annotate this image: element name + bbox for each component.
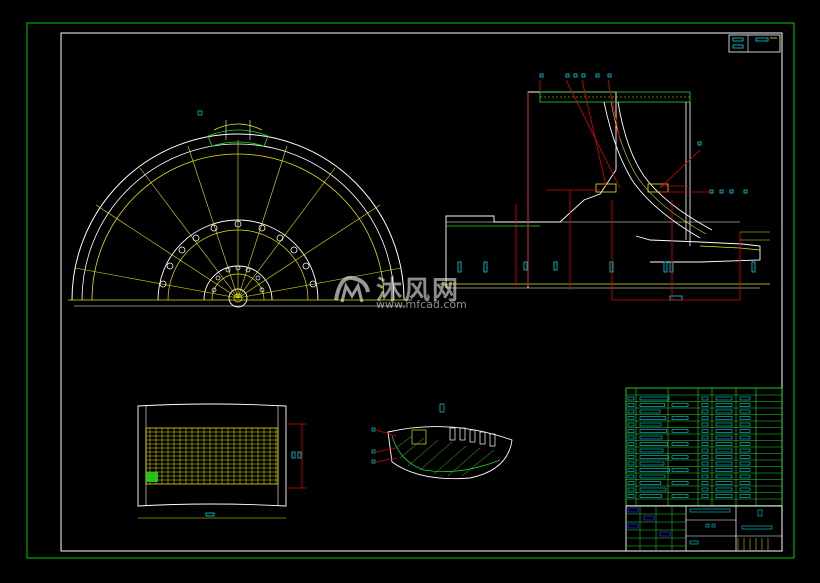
section-side-view — [440, 73, 770, 301]
half-wheel-front-view — [68, 110, 412, 308]
outer-border — [26, 22, 795, 559]
rim-section-detail — [371, 403, 513, 480]
inner-border — [60, 32, 783, 552]
parts-list-table — [625, 387, 783, 507]
top-right-code-block — [728, 34, 781, 53]
grid-surface-detail — [137, 403, 306, 519]
title-block — [625, 505, 783, 552]
